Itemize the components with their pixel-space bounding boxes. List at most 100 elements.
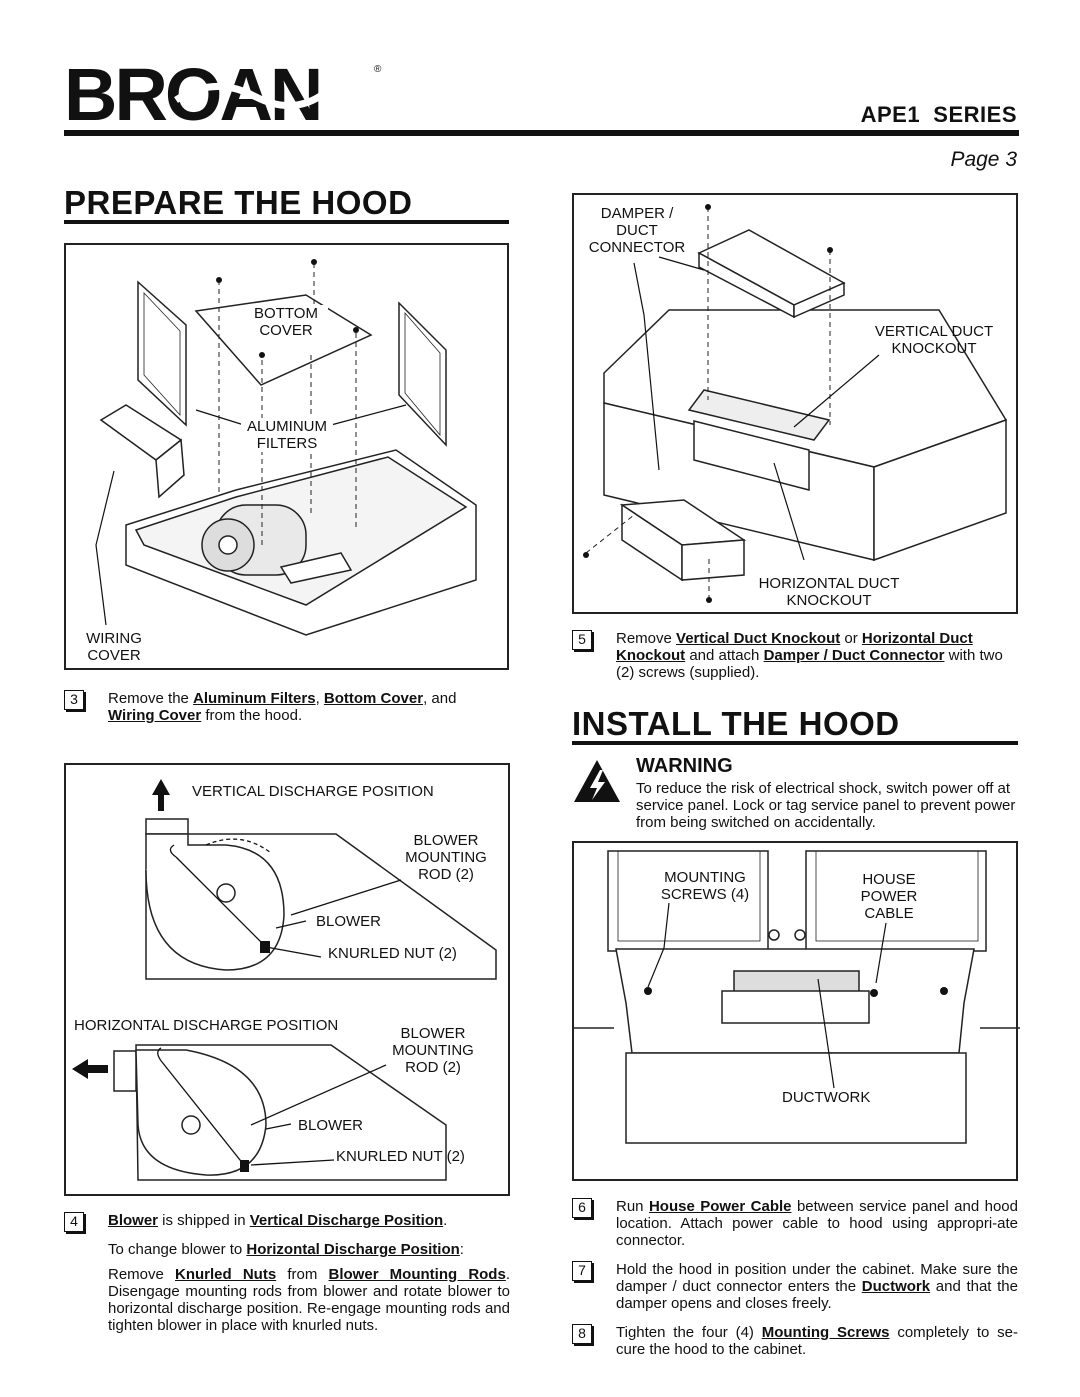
label-wiring-cover-line2: COVER bbox=[87, 647, 141, 664]
label-wiring-cover-line1: WIRING bbox=[86, 630, 142, 647]
label-damper-line1: DAMPER / bbox=[600, 205, 674, 222]
label-hdk-line1: HORIZONTAL DUCT bbox=[758, 575, 900, 592]
step-4-t1: is shipped in bbox=[158, 1212, 250, 1229]
label-hpc-line3: CABLE bbox=[864, 905, 914, 922]
step-8-t2: completely to se-cure the hood to the ca… bbox=[616, 1324, 1018, 1358]
step-7-t1: Hold the hood in position under the cabi… bbox=[616, 1261, 1018, 1295]
label-damper-duct-connector: DAMPER / DUCT CONNECTOR bbox=[582, 205, 692, 256]
install-title-rule bbox=[572, 741, 1018, 745]
figure-blower-positions: VERTICAL DISCHARGE POSITION BLOWER MOUNT… bbox=[64, 763, 510, 1196]
label-damper-line2: DUCT bbox=[616, 222, 658, 239]
label-hpc-line2: POWER bbox=[860, 888, 918, 905]
header-rule bbox=[64, 130, 1019, 136]
label-hpc-line1: HOUSE bbox=[862, 871, 916, 888]
label-vdk-line2: KNOCKOUT bbox=[891, 340, 977, 357]
warning-title: WARNING bbox=[636, 755, 733, 777]
label-blower-mounting-rod-v: BLOWER MOUNTING ROD (2) bbox=[401, 832, 491, 883]
step-6-number: 6 bbox=[572, 1198, 592, 1218]
warning-icon bbox=[572, 758, 622, 804]
label-bmr-v-line1: BLOWER bbox=[413, 832, 479, 849]
step-4-blower: Blower bbox=[108, 1212, 159, 1229]
figure-install-hood: MOUNTING SCREWS (4) HOUSE POWER CABLE DU… bbox=[572, 841, 1020, 1181]
label-vdk-line1: VERTICAL DUCT bbox=[874, 323, 994, 340]
label-aluminum-filters-line1: ALUMINUM bbox=[246, 418, 327, 435]
label-ductwork: DUCTWORK bbox=[782, 1089, 871, 1106]
step-4-horizontal-position: Horizontal Discharge Position bbox=[246, 1241, 460, 1258]
step-4-vertical-position: Vertical Discharge Position bbox=[249, 1212, 444, 1229]
label-horizontal-duct-knockout: HORIZONTAL DUCT KNOCKOUT bbox=[754, 575, 904, 609]
registered-mark: ® bbox=[374, 64, 382, 75]
label-knurled-nut-v: KNURLED NUT (2) bbox=[328, 945, 457, 962]
prepare-title-rule bbox=[64, 220, 509, 224]
step-8-number: 8 bbox=[572, 1324, 592, 1344]
step-3-number: 3 bbox=[64, 690, 84, 710]
step-3-text: Remove the Aluminum Filters, Bottom Cove… bbox=[108, 690, 509, 724]
label-aluminum-filters-line2: FILTERS bbox=[256, 435, 318, 452]
label-horizontal-discharge: HORIZONTAL DISCHARGE POSITION bbox=[74, 1017, 339, 1034]
step-4-line1: Blower is shipped in Vertical Discharge … bbox=[108, 1212, 510, 1229]
step-4-t7: . Disengage mounting rods from blower an… bbox=[108, 1266, 510, 1334]
step-6-t1: Run bbox=[616, 1198, 649, 1215]
step-3-post: from the hood. bbox=[201, 707, 303, 724]
step-5-vertical-knockout: Vertical Duct Knockout bbox=[676, 630, 841, 647]
step-8-text: Tighten the four (4) Mounting Screws com… bbox=[616, 1324, 1018, 1358]
label-bmr-v-line3: ROD (2) bbox=[418, 866, 474, 883]
step-7-ductwork: Ductwork bbox=[861, 1278, 931, 1295]
label-hdk-line2: KNOCKOUT bbox=[786, 592, 872, 609]
label-ms-line1: MOUNTING bbox=[664, 869, 746, 886]
step-4-blower-mounting-rods: Blower Mounting Rods bbox=[328, 1266, 506, 1283]
step-3-aluminum-filters: Aluminum Filters bbox=[193, 690, 316, 707]
page-number: Page 3 bbox=[950, 148, 1017, 171]
step-3-sep1: , bbox=[315, 690, 324, 707]
label-blower-h: BLOWER bbox=[298, 1117, 364, 1134]
warning-text: To reduce the risk of electrical shock, … bbox=[636, 780, 1016, 831]
blower-positions-drawing bbox=[72, 779, 497, 1181]
label-bottom-cover-line2: COVER bbox=[259, 322, 313, 339]
label-wiring-cover: WIRING COVER bbox=[82, 630, 146, 664]
step-7-text: Hold the hood in position under the cabi… bbox=[616, 1261, 1018, 1312]
step-7-t2: and that the damper opens and closes fre… bbox=[616, 1278, 1018, 1312]
step-4-number: 4 bbox=[64, 1212, 84, 1232]
step-7-number: 7 bbox=[572, 1261, 592, 1281]
step-4-paragraph: Remove Knurled Nuts from Blower Mounting… bbox=[108, 1266, 510, 1334]
step-5-t3: and attach bbox=[685, 647, 764, 664]
step-5-horizontal-knockout: Horizontal Duct Knockout bbox=[616, 630, 973, 664]
step-6-house-power-cable: House Power Cable bbox=[648, 1198, 792, 1215]
step-4-t3: To change blower to bbox=[108, 1241, 247, 1258]
step-3-pre: Remove the bbox=[108, 690, 194, 707]
step-4-t6: from bbox=[276, 1266, 329, 1283]
label-bmr-v-line2: MOUNTING bbox=[405, 849, 487, 866]
broan-logo: BROAN bbox=[64, 53, 384, 136]
step-4-t5: Remove bbox=[108, 1266, 176, 1283]
step-5-text: Remove Vertical Duct Knockout or Horizon… bbox=[616, 630, 1018, 681]
label-mounting-screws: MOUNTING SCREWS (4) bbox=[650, 869, 760, 903]
step-5-t4: with two (2) screws (supplied). bbox=[616, 647, 1003, 681]
step-5-damper-connector: Damper / Duct Connector bbox=[763, 647, 945, 664]
step-8-t1: Tighten the four (4) bbox=[616, 1324, 762, 1341]
install-title: INSTALL THE HOOD bbox=[572, 705, 900, 742]
label-vertical-duct-knockout: VERTICAL DUCT KNOCKOUT bbox=[866, 323, 1002, 357]
step-5-t1: Remove bbox=[616, 630, 677, 647]
label-vertical-discharge: VERTICAL DISCHARGE POSITION bbox=[192, 783, 434, 800]
step-6-t2: between service panel and hood location.… bbox=[616, 1198, 1018, 1249]
step-3-sep2: , and bbox=[423, 690, 457, 707]
label-blower-mounting-rod-h: BLOWER MOUNTING ROD (2) bbox=[388, 1025, 478, 1076]
label-bmr-h-line2: MOUNTING bbox=[392, 1042, 474, 1059]
step-4-t4: : bbox=[459, 1241, 464, 1258]
step-3-bottom-cover: Bottom Cover bbox=[323, 690, 424, 707]
duct-knockouts-drawing bbox=[583, 204, 1008, 603]
series-title: APE1 SERIES bbox=[860, 102, 1017, 127]
step-5-number: 5 bbox=[572, 630, 592, 650]
step-4-knurled-nuts: Knurled Nuts bbox=[175, 1266, 277, 1283]
label-bottom-cover: BOTTOM COVER bbox=[244, 305, 328, 339]
step-5-t2: or bbox=[840, 630, 862, 647]
figure-hood-exploded: BOTTOM COVER ALUMINUM FILTERS WIRING COV… bbox=[64, 243, 509, 670]
label-knurled-nut-h: KNURLED NUT (2) bbox=[336, 1148, 465, 1165]
figure-duct-knockouts: DAMPER / DUCT CONNECTOR VERTICAL DUCT KN… bbox=[572, 193, 1018, 614]
label-bottom-cover-line1: BOTTOM bbox=[254, 305, 318, 322]
label-ms-line2: SCREWS (4) bbox=[660, 886, 750, 903]
step-8-mounting-screws: Mounting Screws bbox=[761, 1324, 890, 1341]
label-bmr-h-line1: BLOWER bbox=[400, 1025, 466, 1042]
warning-triangle-icon bbox=[574, 760, 620, 802]
hood-exploded-drawing bbox=[95, 259, 477, 636]
